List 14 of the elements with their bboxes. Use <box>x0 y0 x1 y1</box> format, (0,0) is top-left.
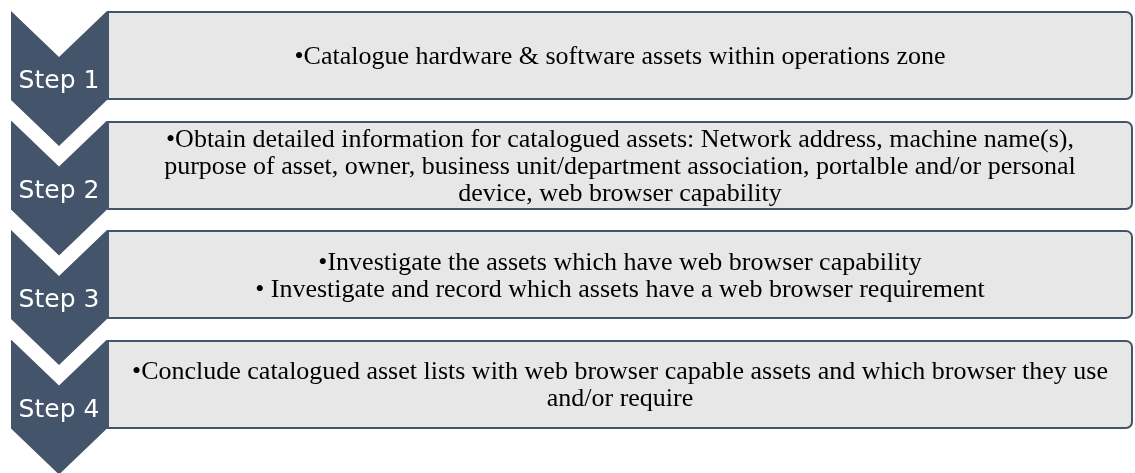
step-label: Step 3 <box>17 284 101 314</box>
step-description-box <box>107 230 1133 319</box>
step-description: •Obtain detailed information for catalogued assets: Network address, machine name(s), purpose of asset, owner, business unit/department association, portalble and/or personal device, web browser capability <box>163 124 1077 206</box>
step-label: Step 4 <box>17 393 101 424</box>
step-description-box <box>107 339 1133 429</box>
step-description-box <box>107 11 1133 100</box>
step-label: Step 2 <box>17 174 101 205</box>
step-description: •Catalogue hardware & software assets within operations zone <box>294 42 946 69</box>
step-description: •Investigate the assets which have web browser capability <box>318 247 922 275</box>
step-description: • Investigate and record which assets have a web browser requirement <box>255 274 985 302</box>
step-label: Step 1 <box>17 65 101 95</box>
step-description: •Conclude catalogued asset lists with web browser capable assets and which browser they use and/or require <box>131 357 1109 411</box>
step-description-box <box>107 120 1133 210</box>
step-banner <box>11 339 107 473</box>
